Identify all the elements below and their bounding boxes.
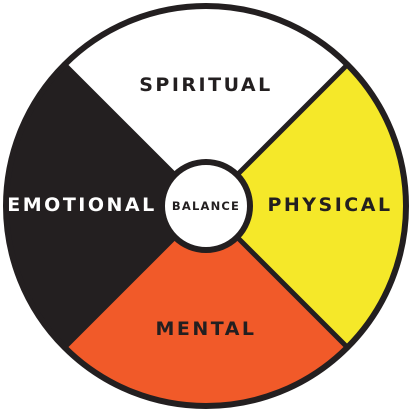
outer-ring: [3, 3, 409, 409]
quadrant-physical: [206, 64, 406, 348]
label-emotional: EMOTIONAL: [7, 194, 156, 216]
quadrant-emotional: [6, 64, 207, 348]
label-physical: PHYSICAL: [267, 194, 392, 216]
label-mental: MENTAL: [155, 318, 256, 340]
quadrant-spiritual: [64, 6, 348, 207]
quadrant-mental: [64, 206, 348, 406]
label-spiritual: SPIRITUAL: [139, 74, 273, 96]
center-circle: [159, 159, 253, 253]
label-balance: BALANCE: [172, 199, 240, 213]
